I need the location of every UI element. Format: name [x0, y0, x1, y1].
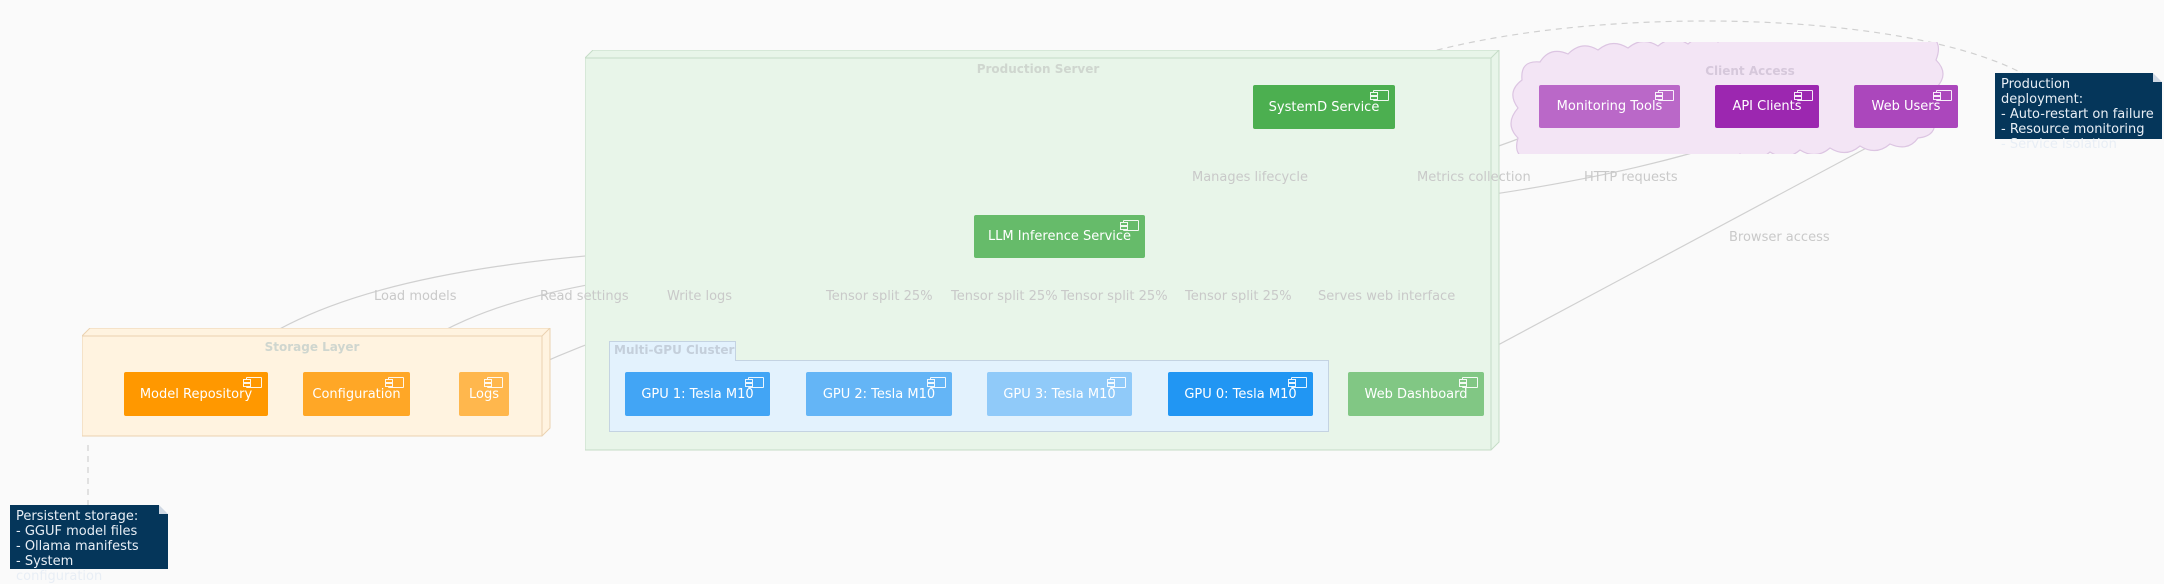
- monitoring-tools[interactable]: Monitoring Tools: [1539, 85, 1680, 128]
- monitoring-tools-label: Monitoring Tools: [1556, 99, 1663, 114]
- model-repository-label: Model Repository: [139, 386, 253, 402]
- edge-label-split-4: Tensor split 25%: [1185, 289, 1292, 304]
- note-production-line-4: - Service isolation: [2001, 137, 2117, 152]
- llm-inference-service[interactable]: LLM Inference Service: [974, 215, 1145, 258]
- production-server-title: Production Server: [976, 62, 1100, 76]
- note-production: Production deployment: - Auto-restart on…: [1995, 73, 2162, 152]
- note-storage-line-2: - GGUF model files: [16, 524, 138, 539]
- gpu-0[interactable]: GPU 0: Tesla M10: [1168, 372, 1313, 416]
- component-icon: [1370, 90, 1389, 101]
- note-production-line-2: - Auto-restart on failure: [2001, 107, 2154, 122]
- gpu-3-label: GPU 3: Tesla M10: [1003, 386, 1116, 402]
- component-icon: [1107, 377, 1126, 388]
- note-storage-line-3: - Ollama manifests: [16, 539, 139, 554]
- component-icon: [1655, 90, 1674, 101]
- edge-label-manages: Manages lifecycle: [1192, 170, 1308, 185]
- note-storage-line-4: - System configuration: [16, 554, 103, 584]
- note-production-line-3: - Resource monitoring: [2001, 122, 2145, 137]
- edge-label-split-2: Tensor split 25%: [951, 289, 1058, 304]
- logs-label: Logs: [469, 386, 499, 402]
- component-icon: [927, 377, 946, 388]
- note-storage-line-1: Persistent storage:: [16, 509, 139, 524]
- storage-layer-title: Storage Layer: [264, 340, 360, 354]
- component-icon: [1120, 220, 1139, 231]
- llm-inference-service-label: LLM Inference Service: [987, 229, 1132, 244]
- gpu-2[interactable]: GPU 2: Tesla M10: [806, 372, 952, 416]
- web-dashboard[interactable]: Web Dashboard: [1348, 372, 1484, 416]
- note-production-line-1: Production deployment:: [2001, 77, 2084, 107]
- component-icon: [745, 377, 764, 388]
- component-icon: [1288, 377, 1307, 388]
- gpu-cluster-title: Multi-GPU Cluster: [614, 343, 735, 357]
- edge-browser: [1440, 129, 1901, 376]
- note-link-production: [1343, 20, 2041, 85]
- component-icon: [484, 377, 503, 388]
- component-icon: [385, 377, 404, 388]
- gpu-0-label: GPU 0: Tesla M10: [1184, 386, 1297, 402]
- web-dashboard-label: Web Dashboard: [1364, 386, 1468, 402]
- edge-label-browser: Browser access: [1729, 230, 1830, 245]
- component-icon: [1933, 90, 1952, 101]
- systemd-service-label: SystemD Service: [1268, 99, 1380, 115]
- model-repository[interactable]: Model Repository: [124, 372, 268, 416]
- component-icon: [1459, 377, 1478, 388]
- edge-label-serves: Serves web interface: [1318, 289, 1456, 304]
- edge-label-http: HTTP requests: [1584, 170, 1678, 185]
- configuration-label: Configuration: [312, 386, 401, 402]
- systemd-service[interactable]: SystemD Service: [1253, 85, 1395, 129]
- configuration[interactable]: Configuration: [303, 372, 410, 416]
- component-icon: [1794, 90, 1813, 101]
- gpu-3[interactable]: GPU 3: Tesla M10: [987, 372, 1132, 416]
- note-storage: Persistent storage: - GGUF model files -…: [10, 505, 168, 584]
- client-access-title: Client Access: [1705, 64, 1795, 78]
- edge-label-write-logs: Write logs: [667, 289, 733, 304]
- api-clients-label: API Clients: [1732, 99, 1802, 114]
- web-users-label: Web Users: [1871, 99, 1941, 114]
- edge-label-read-settings: Read settings: [540, 289, 629, 304]
- gpu-1[interactable]: GPU 1: Tesla M10: [625, 372, 770, 416]
- logs[interactable]: Logs: [459, 372, 509, 416]
- edge-label-split-3: Tensor split 25%: [1061, 289, 1168, 304]
- gpu-2-label: GPU 2: Tesla M10: [822, 386, 936, 402]
- gpu-1-label: GPU 1: Tesla M10: [641, 386, 754, 402]
- gpu-cluster-tab: [609, 341, 736, 361]
- web-users[interactable]: Web Users: [1854, 85, 1958, 128]
- edge-label-split-1: Tensor split 25%: [826, 289, 933, 304]
- component-icon: [243, 377, 262, 388]
- edge-label-metrics: Metrics collection: [1417, 170, 1531, 185]
- edge-label-load-models: Load models: [374, 289, 457, 304]
- api-clients[interactable]: API Clients: [1715, 85, 1819, 128]
